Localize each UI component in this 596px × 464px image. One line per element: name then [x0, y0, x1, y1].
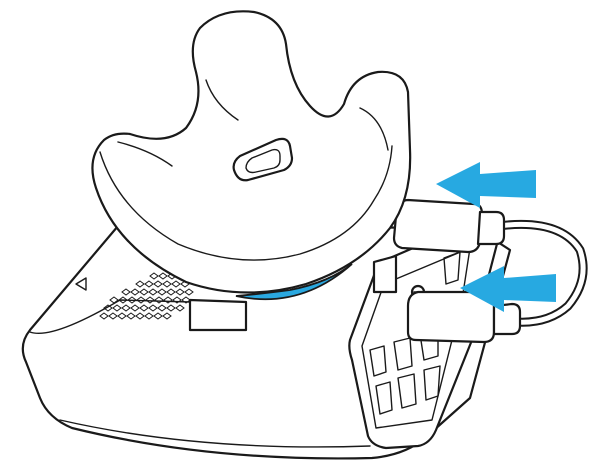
insert-arrow-upper-icon	[436, 162, 536, 208]
upper-usb-plug	[394, 200, 504, 252]
